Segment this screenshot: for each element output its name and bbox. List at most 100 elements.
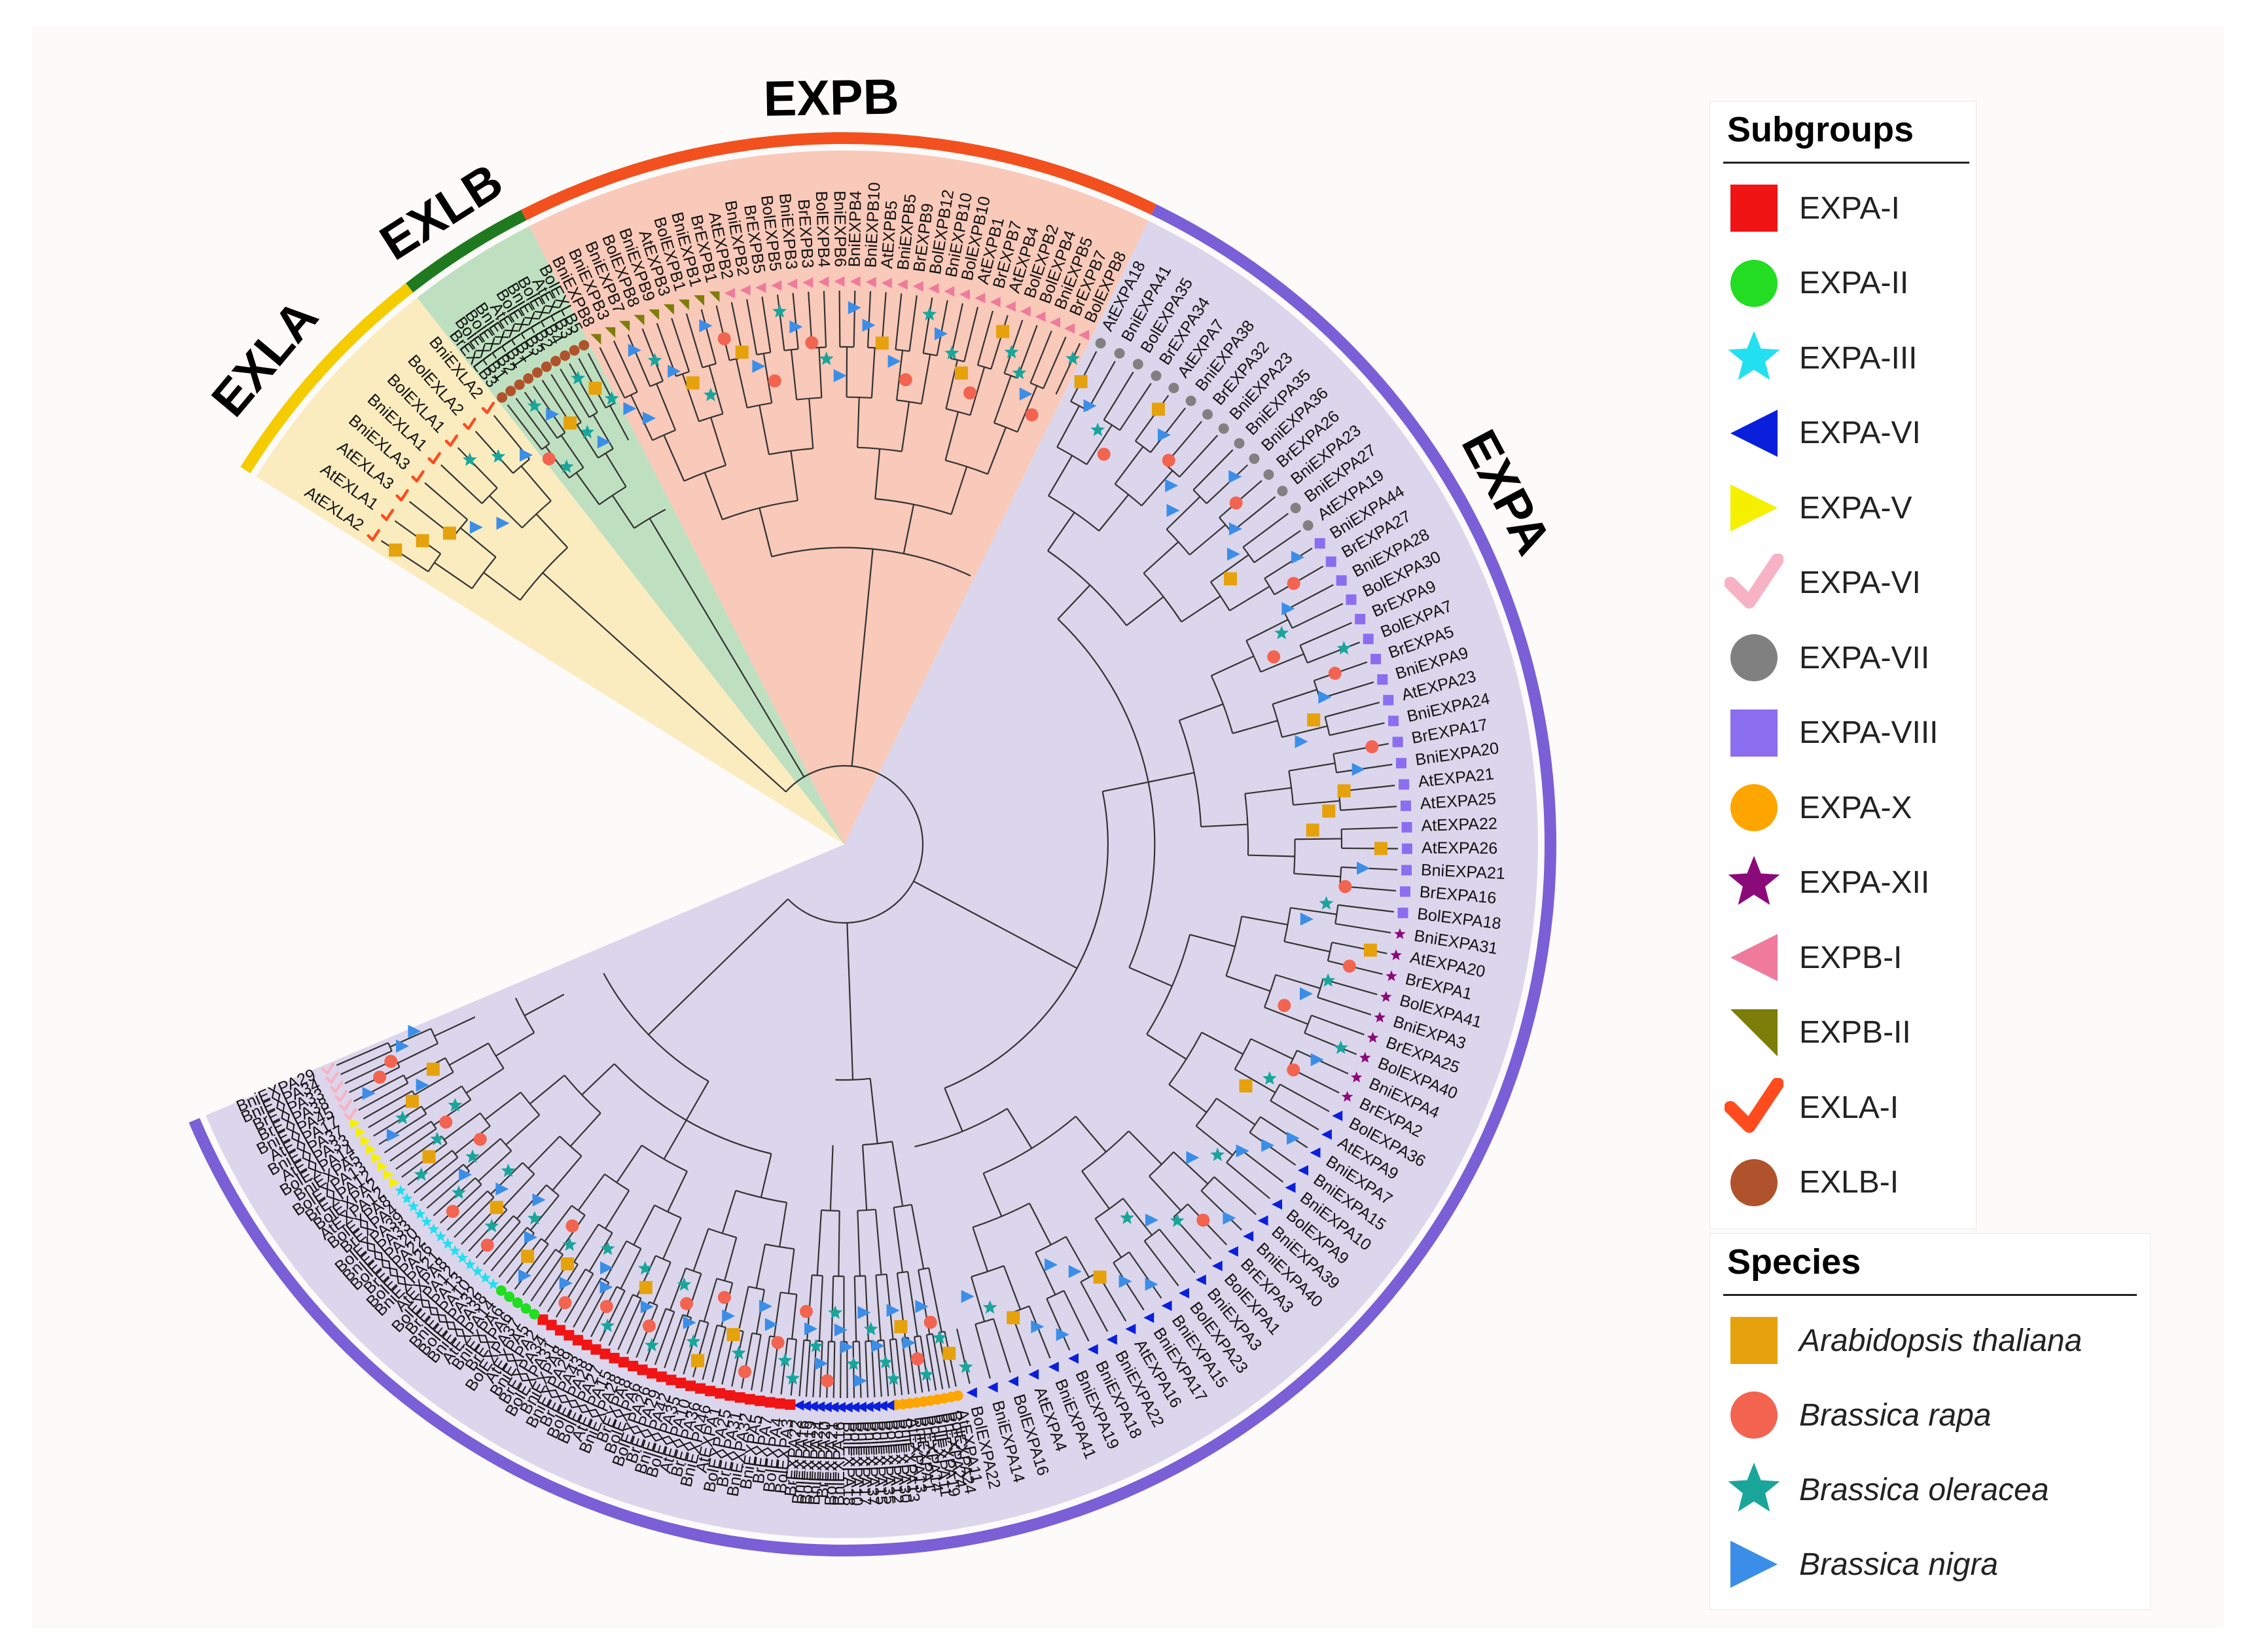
species-marker bbox=[599, 1280, 613, 1294]
species-marker bbox=[580, 424, 595, 439]
branch-radial bbox=[599, 347, 626, 399]
branch-radial bbox=[853, 1276, 857, 1342]
branch-radial bbox=[1284, 941, 1331, 953]
species-marker bbox=[1068, 1265, 1082, 1278]
branch-radial bbox=[867, 548, 874, 600]
species-marker bbox=[875, 336, 889, 350]
subgroup-marker bbox=[834, 276, 845, 287]
species-marker bbox=[527, 1211, 542, 1225]
square-icon bbox=[1725, 179, 1783, 238]
branch-radial bbox=[524, 994, 565, 1016]
legend-item-subgroup: EXPA-X bbox=[1725, 778, 1912, 837]
branch-radial bbox=[627, 334, 651, 387]
subgroup-marker bbox=[339, 1098, 353, 1111]
species-marker bbox=[1093, 1270, 1107, 1284]
subgroup-marker bbox=[435, 1230, 447, 1242]
branch-radial bbox=[779, 1202, 788, 1248]
species-marker bbox=[764, 1318, 778, 1331]
circle-icon bbox=[1725, 1386, 1783, 1445]
species-marker bbox=[863, 1321, 878, 1336]
species-marker bbox=[637, 1261, 653, 1275]
species-marker bbox=[490, 1200, 503, 1214]
subgroup-marker bbox=[550, 355, 561, 367]
branch-arc bbox=[461, 1085, 472, 1100]
species-marker bbox=[628, 344, 641, 357]
branch-radial bbox=[993, 1318, 1011, 1373]
species-marker bbox=[1307, 713, 1321, 727]
legend-divider bbox=[1723, 162, 1969, 164]
subgroup-marker bbox=[395, 489, 409, 502]
branch-radial bbox=[895, 1338, 903, 1395]
subgroup-marker bbox=[355, 1126, 366, 1138]
triangle-right-icon bbox=[1725, 1535, 1783, 1594]
branch-arc bbox=[1288, 770, 1295, 805]
subgroup-marker bbox=[514, 379, 525, 390]
branch-arc bbox=[571, 1205, 586, 1216]
legend-label: EXPB-I bbox=[1799, 940, 1903, 975]
subgroup-marker bbox=[1161, 1301, 1172, 1312]
branch-radial bbox=[1113, 1262, 1145, 1311]
subgroup-marker bbox=[1272, 1199, 1283, 1210]
branch-radial bbox=[708, 365, 724, 414]
subgroup-marker bbox=[541, 361, 552, 372]
species-marker bbox=[565, 1219, 579, 1233]
legend-label: Arabidopsis thaliana bbox=[1799, 1323, 2083, 1358]
subgroup-marker bbox=[1132, 359, 1143, 370]
subgroup-marker bbox=[1263, 469, 1274, 480]
branch-radial bbox=[1249, 1132, 1297, 1166]
branch-radial bbox=[1056, 405, 1080, 448]
subgroup-marker bbox=[449, 1245, 461, 1256]
branch-radial bbox=[465, 1068, 505, 1094]
species-marker bbox=[384, 1054, 398, 1068]
species-marker bbox=[422, 1150, 436, 1164]
clade-ring bbox=[188, 132, 1556, 1557]
species-marker bbox=[1357, 861, 1370, 875]
species-marker bbox=[996, 325, 1010, 338]
subgroup-marker bbox=[987, 1382, 998, 1393]
star-icon bbox=[1725, 1460, 1783, 1519]
legend-label: EXPA-III bbox=[1799, 340, 1918, 376]
branch-radial bbox=[558, 1214, 586, 1253]
branch-radial bbox=[700, 309, 717, 365]
branch-radial bbox=[852, 1341, 855, 1398]
branch-radial bbox=[1098, 494, 1130, 531]
species-marker bbox=[1162, 454, 1175, 467]
legend-divider bbox=[1723, 1294, 2137, 1296]
species-marker bbox=[408, 1024, 421, 1038]
species-marker bbox=[469, 520, 483, 534]
species-marker bbox=[588, 382, 602, 395]
subgroup-marker bbox=[1390, 949, 1402, 960]
legend-label: EXPA-VIII bbox=[1799, 715, 1939, 750]
branch-radial bbox=[1007, 1108, 1033, 1149]
branch-radial bbox=[1279, 1083, 1330, 1113]
branch-radial bbox=[544, 1205, 573, 1242]
species-marker bbox=[1236, 1144, 1249, 1158]
species-marker bbox=[446, 1204, 459, 1218]
branch-radial bbox=[673, 1317, 692, 1372]
subgroup-marker bbox=[675, 1377, 687, 1388]
branch-arc bbox=[945, 459, 988, 475]
clade-label-expb: EXPB bbox=[763, 69, 899, 127]
branch-radial bbox=[831, 1276, 834, 1342]
branch-radial bbox=[913, 880, 1037, 947]
subgroup-marker bbox=[884, 1400, 895, 1411]
branch-radial bbox=[587, 353, 615, 404]
subgroup-marker bbox=[1049, 317, 1060, 328]
branch-arc bbox=[787, 1337, 797, 1340]
legend-label: EXPA-VI bbox=[1799, 416, 1921, 450]
species-marker bbox=[1012, 365, 1027, 380]
species-marker bbox=[1342, 960, 1356, 973]
branch-radial bbox=[683, 1320, 701, 1374]
subgroup-marker bbox=[678, 299, 689, 310]
subgroup-marker bbox=[744, 1393, 755, 1405]
subgroup-marker bbox=[1346, 594, 1357, 605]
branch-radial bbox=[1341, 827, 1398, 831]
species-marker bbox=[1090, 422, 1105, 437]
branch-radial bbox=[936, 300, 948, 356]
subgroup-marker bbox=[529, 1308, 540, 1320]
branch-arc bbox=[1299, 645, 1308, 664]
legend-item-subgroup: EXPA-VII bbox=[1725, 628, 1929, 687]
species-marker bbox=[961, 1289, 975, 1303]
species-marker bbox=[1224, 572, 1238, 586]
branch-radial bbox=[1311, 1015, 1365, 1035]
